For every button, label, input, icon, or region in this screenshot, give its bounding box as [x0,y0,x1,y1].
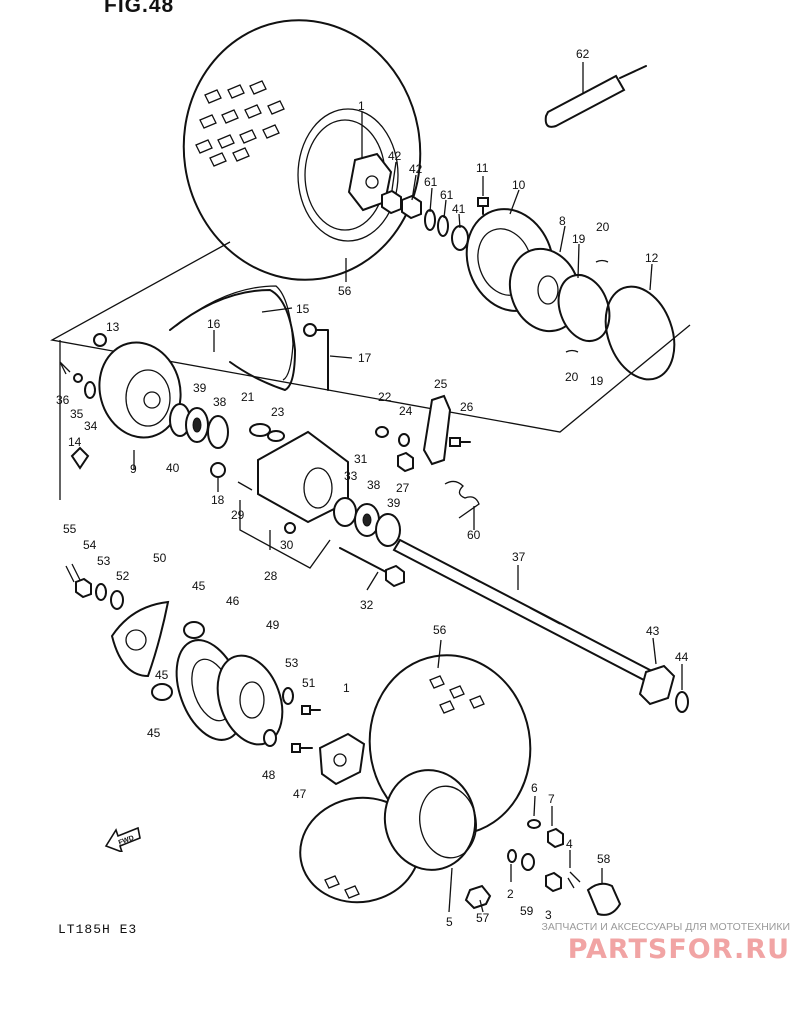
callout-52: 52 [116,569,130,583]
callout-10: 10 [512,178,526,192]
callout-25: 25 [434,377,448,391]
callout-11: 11 [476,161,489,175]
callout-28: 28 [264,569,278,583]
callout-48: 48 [262,768,276,782]
callout-57: 57 [476,911,490,925]
callout-29: 29 [231,508,245,522]
watermark-logo: PARTSFOR.RU [567,934,790,965]
rear-axle-37 [392,538,689,713]
callout-53-right: 53 [285,656,299,670]
callout-45-mid: 45 [155,668,169,682]
callout-33: 33 [344,469,358,483]
callout-7: 7 [548,792,555,806]
callout-38-left: 38 [213,395,227,409]
tire-upper [182,19,422,281]
callout-16: 16 [207,317,221,331]
callout-38-right: 38 [367,478,381,492]
callout-51: 51 [302,676,316,690]
callout-47: 47 [293,787,307,801]
tool-62 [544,65,647,128]
callout-1-lower: 1 [343,681,350,695]
part-numbers: 62 1 42 42 61 61 41 11 10 8 19 20 12 56 … [56,47,689,929]
callout-30: 30 [280,538,294,552]
callout-54: 54 [83,538,97,552]
callout-42-b: 42 [409,162,423,176]
callout-1-upper: 1 [358,99,365,113]
watermark-caption: ЗАПЧАСТИ И АКСЕССУАРЫ ДЛЯ МОТОТЕХНИКИ [541,921,790,933]
sprocket-hub-50 [110,600,170,678]
callout-37: 37 [512,550,526,564]
callout-43: 43 [646,624,660,638]
callout-31: 31 [354,452,368,466]
callout-42-a: 42 [388,149,402,163]
callout-6: 6 [531,781,538,795]
figure-title: FIG.48 [104,0,175,17]
callout-39-left: 39 [193,381,207,395]
callout-12: 12 [645,251,659,265]
callout-35: 35 [70,407,84,421]
callout-19-lower: 19 [590,374,604,388]
callout-9: 9 [130,462,137,476]
callout-41: 41 [452,202,466,216]
callout-14: 14 [68,435,82,449]
callout-15: 15 [296,302,310,316]
callout-8: 8 [559,214,566,228]
callout-20-lower: 20 [565,370,579,384]
callout-49: 49 [266,618,280,632]
callout-20-upper: 20 [596,220,610,234]
callout-39-right: 39 [387,496,401,510]
callout-56-lower: 56 [433,623,447,637]
callout-61-b: 61 [440,188,454,202]
callout-19-upper: 19 [572,232,586,246]
callout-44: 44 [675,650,689,664]
callout-46: 46 [226,594,240,608]
forward-arrow: FWD [104,826,142,857]
disc-49 [216,654,284,746]
brake-drum-assembly [465,208,676,381]
callout-4: 4 [566,837,573,851]
callout-22: 22 [378,390,392,404]
callout-27: 27 [396,481,410,495]
callout-50: 50 [153,551,167,565]
callout-24: 24 [399,404,413,418]
watermark: ЗАПЧАСТИ И АКСЕССУАРЫ ДЛЯ МОТОТЕХНИКИ PA… [490,921,790,965]
callout-23: 23 [271,405,285,419]
callout-21: 21 [241,390,255,404]
callout-56-upper: 56 [338,284,352,298]
model-code: LT185H E3 [58,922,138,937]
callout-18: 18 [211,493,225,507]
callout-34: 34 [84,419,98,433]
callout-45-top: 45 [192,579,206,593]
callout-45-bottom: 45 [147,726,161,740]
callout-17: 17 [358,351,372,365]
callout-62: 62 [576,47,590,61]
callout-2: 2 [507,887,514,901]
callout-60: 60 [467,528,481,542]
callout-32: 32 [360,598,374,612]
callout-13: 13 [106,320,120,334]
callout-59: 59 [520,904,534,918]
callout-40: 40 [166,461,180,475]
callout-5: 5 [446,915,453,929]
callout-58: 58 [597,852,611,866]
callout-53-left: 53 [97,554,111,568]
callout-61-a: 61 [424,175,438,189]
callout-26: 26 [460,400,474,414]
callout-3: 3 [545,908,552,922]
brake-panel-9 [98,341,182,439]
callout-36: 36 [56,393,70,407]
tire-lower [299,654,532,904]
axle-housing-28 [237,423,349,534]
callout-55: 55 [63,522,77,536]
